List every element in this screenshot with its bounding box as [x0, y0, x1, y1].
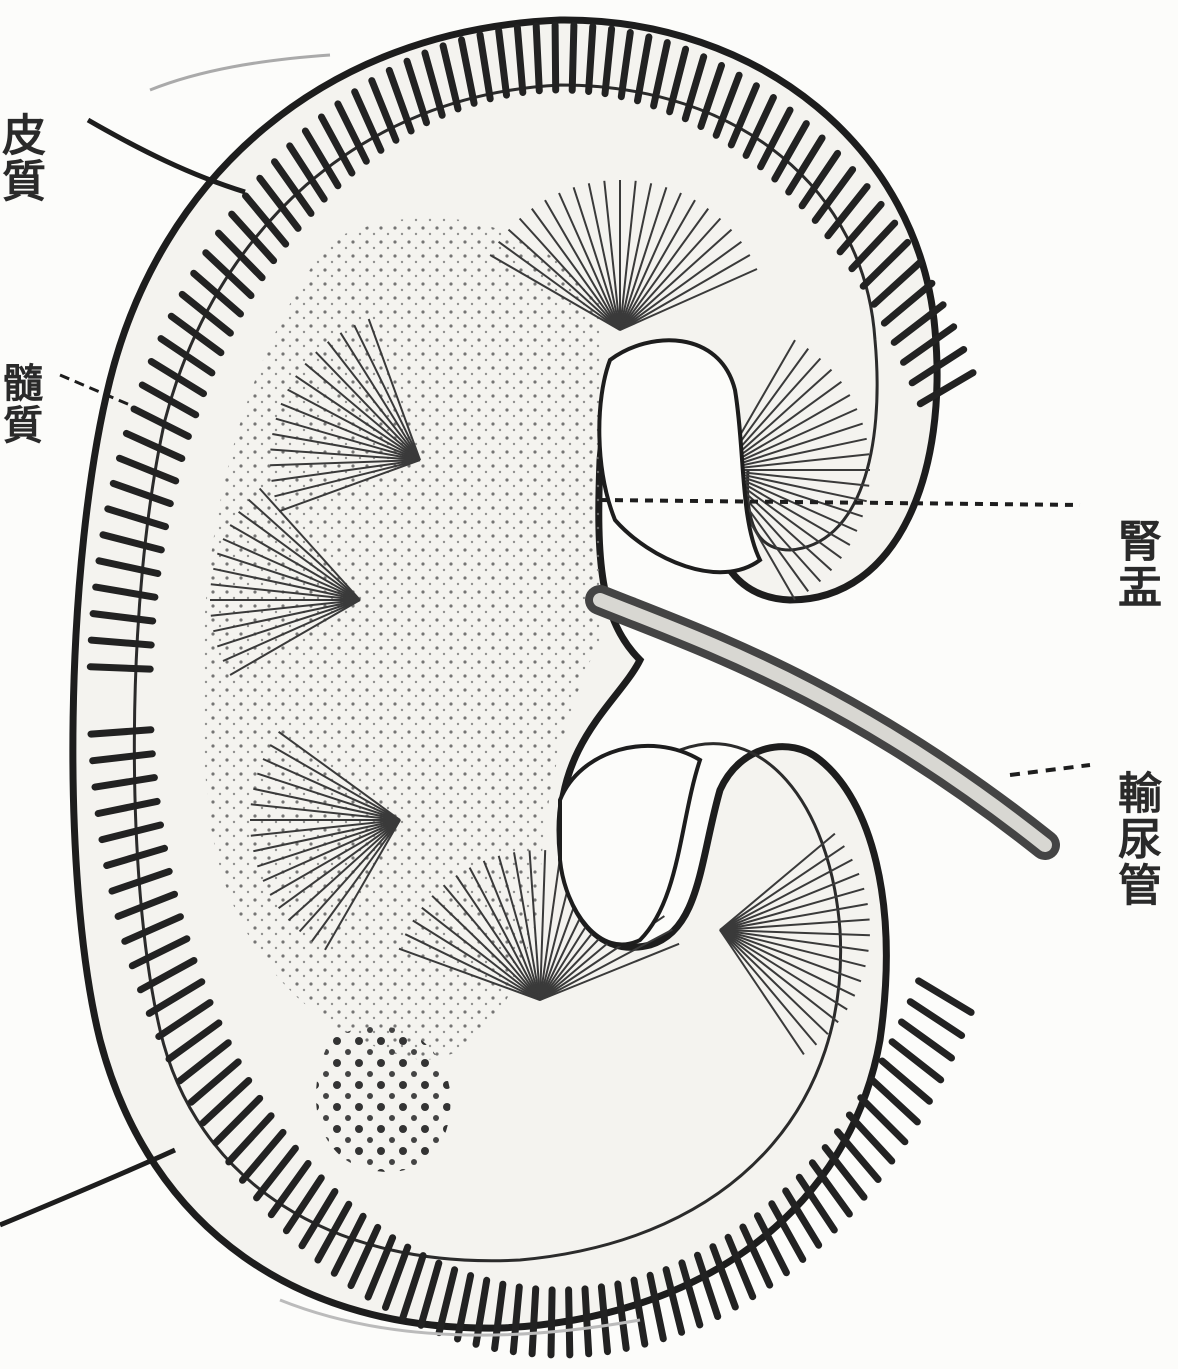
cortex-striation — [555, 25, 556, 90]
leader-ureter — [1010, 765, 1090, 775]
label-ureter: 輸尿管 — [1102, 770, 1162, 908]
cortex-striation — [536, 26, 539, 91]
label-cortex: 皮質 — [0, 112, 46, 204]
cortex-striation — [90, 667, 150, 669]
cortex-striation — [91, 730, 151, 734]
sketch-mark-top — [150, 55, 330, 90]
cortex-striation — [919, 981, 972, 1013]
leader-bottom-left — [0, 1150, 175, 1225]
cortex-striation — [572, 25, 574, 90]
cortex-striation — [569, 1290, 570, 1355]
cortex-striation — [585, 1289, 589, 1354]
label-medulla: 髓質 — [0, 362, 46, 446]
label-renal-pelvis: 腎盂 — [1102, 518, 1162, 610]
cortex-striation — [532, 1289, 536, 1354]
cortex-striation — [551, 1290, 552, 1355]
cortex-striation — [589, 27, 593, 92]
cortex-striation — [91, 640, 151, 645]
renal-sinus-lower — [560, 746, 700, 945]
